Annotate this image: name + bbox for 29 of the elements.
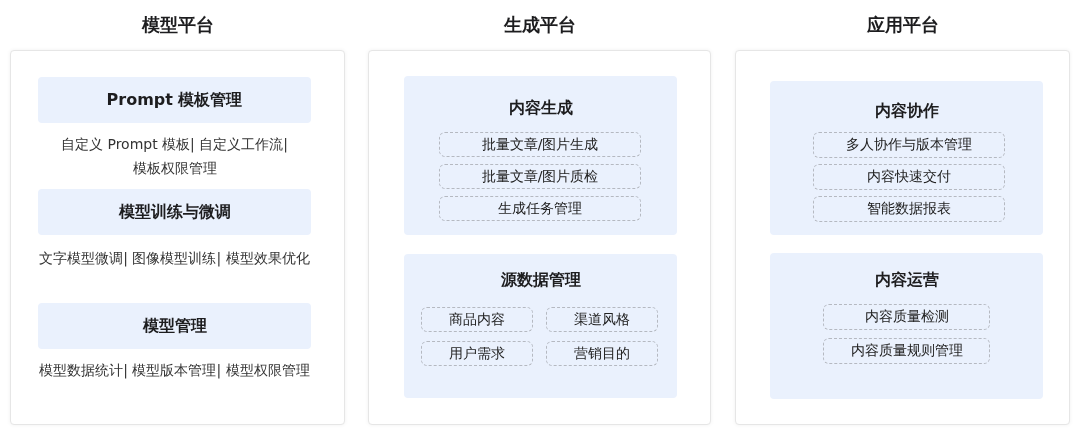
feature-box: 渠道风格 <box>546 307 658 332</box>
module-title: 内容生成 <box>507 98 574 119</box>
feature-box: 营销目的 <box>546 341 658 366</box>
module-panel <box>770 253 1043 399</box>
module-box: 模型管理 <box>38 303 311 349</box>
feature-box: 内容质量检测 <box>823 304 990 330</box>
module-box: Prompt 模板管理 <box>38 77 311 123</box>
feature-box: 智能数据报表 <box>813 196 1005 222</box>
platform-title: 生成平台 <box>502 13 577 37</box>
module-title: 源数据管理 <box>499 270 582 291</box>
module-panel <box>404 76 677 235</box>
feature-box: 生成任务管理 <box>439 196 641 221</box>
feature-box: 用户需求 <box>421 341 533 366</box>
feature-box: 内容快速交付 <box>813 164 1005 190</box>
module-panel <box>770 81 1043 235</box>
feature-box: 多人协作与版本管理 <box>813 132 1005 158</box>
feature-box: 批量文章/图片质检 <box>439 164 641 189</box>
module-title: 内容协作 <box>873 101 940 122</box>
feature-list: 文字模型微调| 图像模型训练| 模型效果优化 <box>38 246 311 270</box>
feature-list: 自定义 Prompt 模板| 自定义工作流| 模板权限管理 <box>38 132 311 180</box>
feature-box: 批量文章/图片生成 <box>439 132 641 157</box>
feature-list: 模型数据统计| 模型版本管理| 模型权限管理 <box>38 358 311 382</box>
platform-title: 应用平台 <box>865 13 940 37</box>
feature-box: 商品内容 <box>421 307 533 332</box>
module-panel <box>404 254 677 398</box>
module-title: 内容运营 <box>873 270 940 291</box>
feature-box: 内容质量规则管理 <box>823 338 990 364</box>
platform-title: 模型平台 <box>140 13 215 37</box>
module-box: 模型训练与微调 <box>38 189 311 235</box>
